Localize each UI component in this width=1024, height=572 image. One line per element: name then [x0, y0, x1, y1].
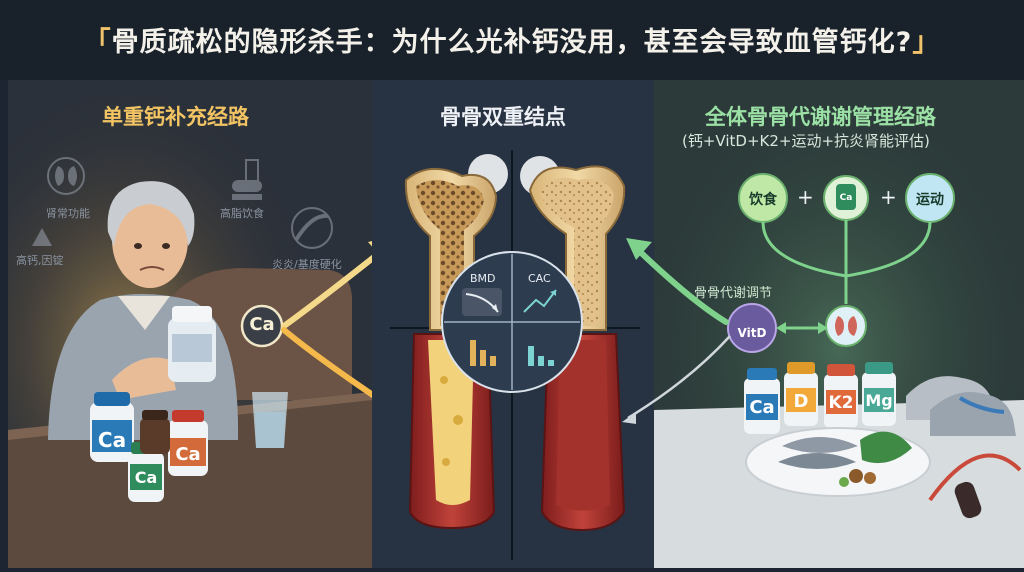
plus-sign-2: + — [880, 185, 897, 209]
warning-icon — [32, 228, 52, 246]
supplement-bottle-k2 — [824, 364, 858, 428]
sneakers — [906, 376, 1016, 436]
bmd-cac-chart-disc — [441, 251, 583, 393]
supplement-label-mg: Mg — [865, 391, 893, 410]
healthy-bone — [520, 156, 626, 331]
left-panel — [8, 80, 372, 568]
healthy-vessel — [540, 333, 626, 532]
water-glass — [252, 392, 288, 448]
calcified-vessel — [408, 333, 496, 530]
right-panel — [622, 80, 1024, 568]
held-supplement-bottle — [168, 306, 216, 382]
center-bottle-label: Ca — [839, 193, 853, 203]
middle-panel-heading: 骨骨双重结点 — [440, 105, 566, 129]
supplement-bottle-mg — [862, 362, 896, 426]
ca-callout-label: Ca — [249, 314, 275, 335]
calcium-bottle-4 — [140, 410, 170, 454]
cac-label: CAC — [528, 272, 551, 285]
title-close-quote: 」 — [912, 27, 941, 58]
healthy-meal-plate — [745, 427, 931, 497]
right-panel-subheading: (钙+VitD+K2+运动+抗炎肾能评估) — [682, 132, 930, 150]
kidney-icon-right — [835, 316, 857, 336]
plus-sign-1: + — [797, 185, 814, 209]
calcium-bottle-1 — [90, 392, 134, 462]
risk-label-kidney: 肾常功能 — [46, 207, 90, 220]
middle-panel — [372, 80, 654, 568]
risk-label-calcium-level: 高钙,因锭 — [16, 254, 64, 267]
title-band — [0, 0, 1024, 80]
calcium-bottle-3 — [168, 410, 208, 476]
title-open-quote: 「 — [83, 27, 112, 58]
vitd-label: VitD — [737, 326, 767, 340]
risk-label-inflammation: 炎炎/基度硬化 — [272, 258, 342, 271]
center-bottle-icon — [836, 184, 856, 210]
exercise-label: 运动 — [916, 192, 944, 208]
bottle-label-3: Ca — [175, 444, 201, 465]
right-panel-heading: 全体骨骨代谢谢管理经路 — [705, 105, 936, 129]
page-title: 「骨质疏松的隐形杀手：为什么光补钙没用，甚至会导致血管钙化?」 — [0, 20, 1024, 59]
regulation-label: 骨骨代谢调节 — [694, 286, 773, 301]
bmd-label: BMD — [470, 272, 496, 285]
kidney-icon — [47, 157, 85, 195]
bottle-label-1: Ca — [97, 428, 127, 452]
supplement-label-d: D — [793, 391, 809, 412]
title-text: 骨质疏松的隐形杀手：为什么光补钙没用，甚至会导致血管钙化? — [111, 27, 913, 58]
calcium-bottle-2 — [128, 442, 164, 502]
resistance-band — [928, 453, 1022, 519]
risk-label-fat-diet: 高脂饮食 — [220, 207, 264, 220]
supplement-bottle-d — [784, 362, 818, 426]
bottle-label-2: Ca — [134, 468, 158, 487]
supplement-bottle-ca — [744, 368, 780, 434]
kidney-circle — [825, 305, 867, 347]
fast-food-icon — [232, 159, 262, 200]
left-panel-heading: 单重钙补充经路 — [102, 105, 249, 129]
artery-icon — [291, 207, 333, 249]
supplement-label-k2: K2 — [828, 393, 854, 413]
supplement-label-ca: Ca — [749, 397, 775, 418]
diet-label: 饮食 — [749, 192, 777, 208]
